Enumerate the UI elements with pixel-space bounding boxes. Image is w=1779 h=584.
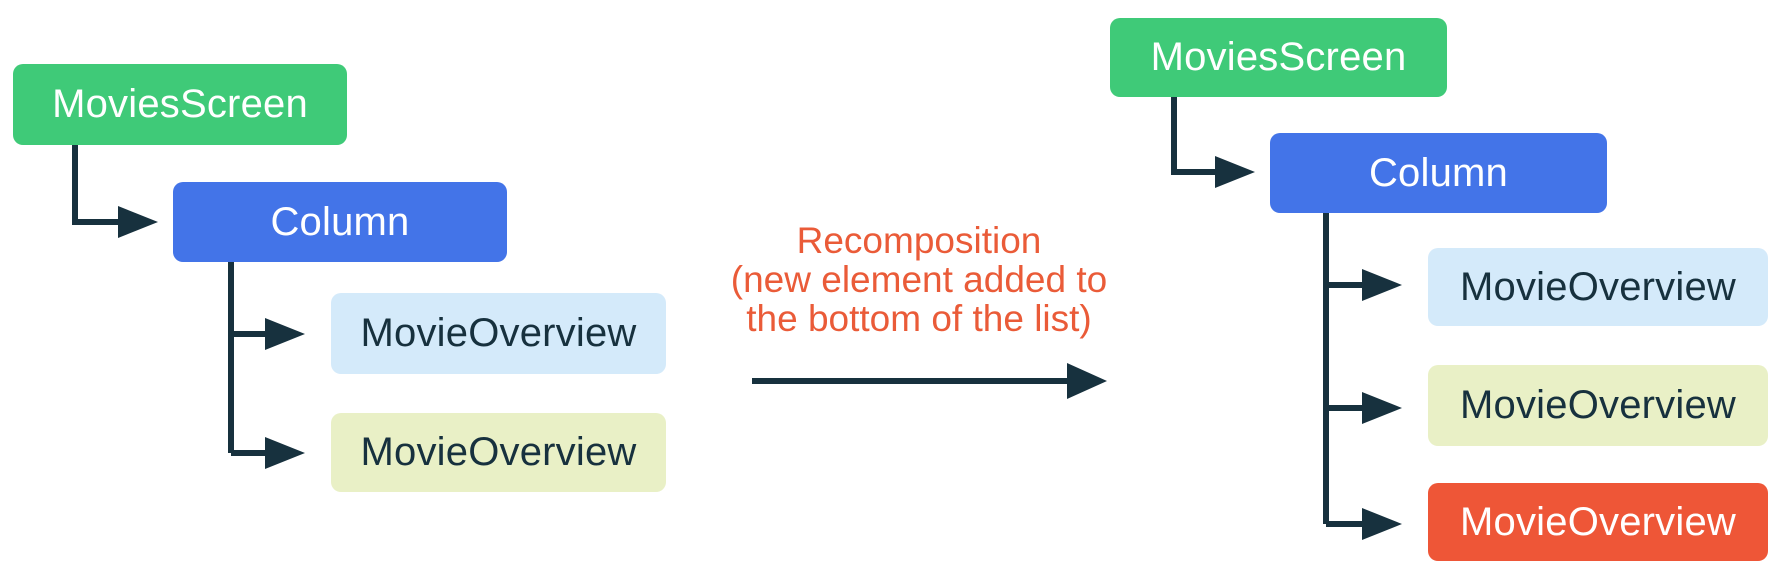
left-branch-1-arrowhead-icon — [265, 318, 305, 350]
right-tree-node-movieoverview-2: MovieOverview — [1428, 365, 1768, 446]
recomposition-caption: Recomposition (new element added to the … — [730, 220, 1108, 339]
right-branch-1-arrowhead-icon — [1362, 269, 1402, 301]
right-tree-node-movieoverview-new: MovieOverview — [1428, 483, 1768, 561]
recomposition-arrowhead-icon — [1067, 363, 1107, 399]
right-tree-node-column: Column — [1270, 133, 1607, 213]
left-branch-2-arrowhead-icon — [265, 437, 305, 469]
right-tree-node-movieoverview-1: MovieOverview — [1428, 248, 1768, 326]
right-branch-2-arrowhead-icon — [1362, 392, 1402, 424]
left-tree-node-moviesscreen: MoviesScreen — [13, 64, 347, 145]
right-elbow-connector — [1171, 97, 1215, 175]
right-tree-node-moviesscreen: MoviesScreen — [1110, 18, 1447, 97]
left-tree-node-movieoverview-1: MovieOverview — [331, 293, 666, 374]
right-branch-3-arrowhead-icon — [1362, 508, 1402, 540]
left-elbow-connector — [72, 145, 118, 225]
right-elbow-arrowhead-icon — [1215, 156, 1255, 188]
left-tree-node-column: Column — [173, 182, 507, 262]
left-elbow-arrowhead-icon — [118, 206, 158, 238]
left-tree-node-movieoverview-2: MovieOverview — [331, 413, 666, 492]
